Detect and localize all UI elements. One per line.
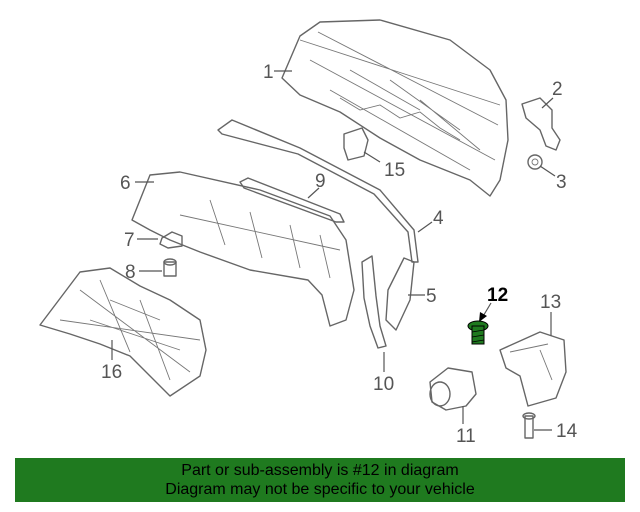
banner-line-2: Diagram may not be specific to your vehi… — [165, 481, 475, 498]
callout-labels: 1 2 3 4 5 6 7 8 9 10 11 12 13 14 15 16 — [101, 62, 578, 447]
callout-9: 9 — [315, 171, 326, 192]
part-9-trim — [239, 177, 345, 223]
callout-15: 15 — [384, 160, 405, 181]
part-14-screw — [522, 412, 536, 439]
callout-11: 11 — [456, 426, 476, 447]
callout-16: 16 — [101, 362, 122, 383]
part-1-bumper-cover — [281, 19, 509, 197]
callout-13: 13 — [540, 292, 561, 313]
callout-2: 2 — [552, 79, 563, 100]
banner-line-1: Part or sub-assembly is #12 in diagram — [181, 462, 459, 479]
callout-1: 1 — [263, 62, 274, 83]
part-5-side-bracket — [385, 257, 415, 331]
callout-3: 3 — [556, 172, 567, 193]
callout-10: 10 — [373, 374, 394, 395]
callout-14: 14 — [556, 421, 578, 442]
callout-7: 7 — [124, 230, 135, 251]
callout-6: 6 — [120, 173, 131, 194]
part-8-bolt — [163, 258, 177, 277]
part-info-banner: Part or sub-assembly is #12 in diagram D… — [15, 458, 625, 502]
part-13-exhaust-trim — [499, 331, 567, 407]
part-12-bolt — [467, 320, 489, 345]
part-7-clip — [159, 231, 183, 249]
part-15-sensor — [343, 127, 369, 161]
parts-diagram: 1 2 3 4 5 6 7 8 9 10 11 12 13 14 15 16 — [39, 19, 578, 447]
part-11-exhaust-tip — [429, 367, 477, 411]
part-4-trim-strip — [217, 119, 419, 263]
part-3-nut — [527, 154, 543, 170]
callout-5: 5 — [426, 286, 437, 307]
part-2-bracket — [521, 97, 561, 151]
callout-8: 8 — [125, 262, 136, 283]
part-16-reinforcement — [39, 267, 207, 397]
callout-12: 12 — [487, 285, 508, 306]
leader-lines — [111, 70, 556, 431]
part-10-side-trim — [361, 255, 387, 349]
callout-4: 4 — [433, 208, 444, 229]
part-6-diffuser — [131, 171, 355, 327]
